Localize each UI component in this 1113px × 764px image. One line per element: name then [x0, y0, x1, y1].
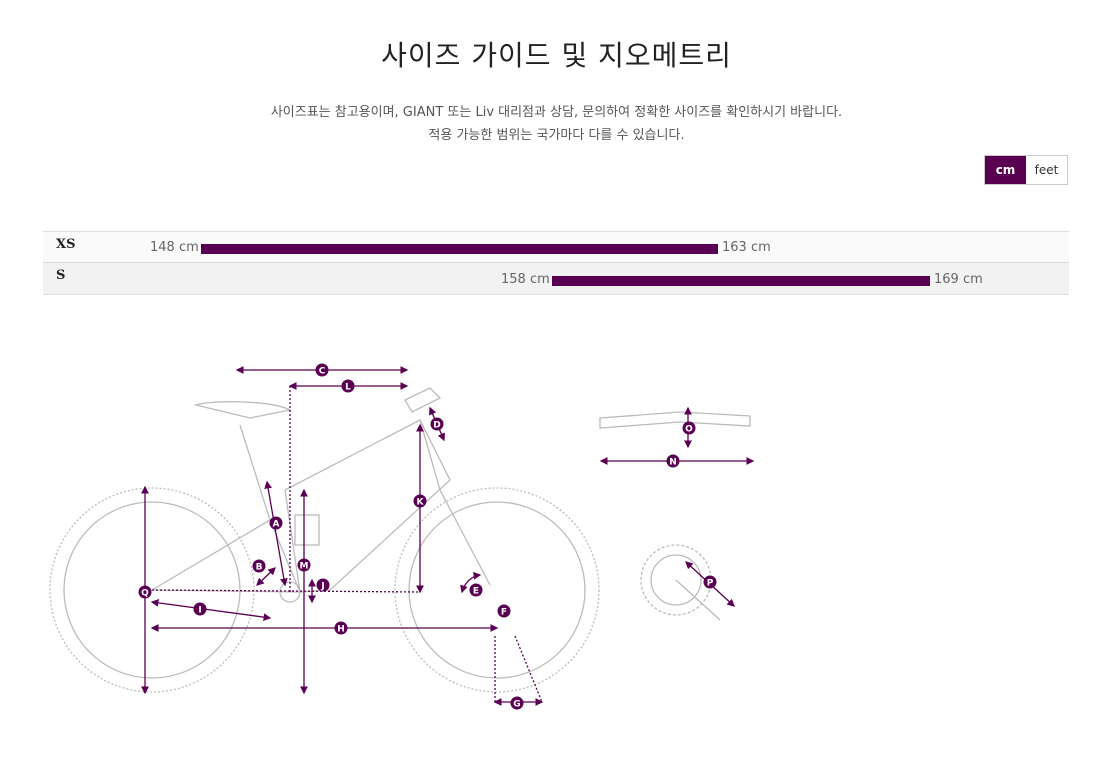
marker-i: I	[193, 602, 207, 616]
size-row-xs: XS 148 cm 163 cm	[43, 231, 1069, 262]
svg-text:F: F	[501, 608, 507, 618]
unit-toggle: cm feet	[984, 155, 1068, 185]
marker-d: D	[430, 417, 444, 431]
marker-q: Q	[138, 585, 152, 599]
size-range-bar	[201, 244, 718, 254]
size-min-label: 148 cm	[150, 240, 199, 255]
geometry-markers: C L D K A M B J Q I H E F G O N P	[138, 363, 717, 710]
marker-j: J	[316, 578, 330, 592]
marker-l: L	[341, 379, 355, 393]
svg-text:E: E	[473, 587, 479, 597]
size-min-label: 158 cm	[501, 272, 550, 287]
marker-f: F	[497, 604, 511, 618]
size-max-label: 169 cm	[934, 272, 983, 287]
svg-text:N: N	[669, 458, 677, 468]
svg-text:Q: Q	[141, 589, 149, 599]
measurement-lines	[141, 366, 755, 706]
svg-text:C: C	[319, 367, 326, 377]
svg-text:M: M	[300, 562, 309, 572]
svg-text:A: A	[273, 520, 280, 530]
marker-c: C	[315, 363, 329, 377]
subtitle-line-1: 사이즈표는 참고용이며, GIANT 또는 Liv 대리점과 상담, 문의하여 …	[270, 105, 843, 120]
svg-text:D: D	[433, 421, 440, 431]
marker-g: G	[510, 696, 524, 710]
svg-text:G: G	[513, 700, 520, 710]
size-range-bar	[552, 276, 930, 286]
marker-a: A	[269, 516, 283, 530]
size-max-label: 163 cm	[722, 240, 771, 255]
svg-text:L: L	[345, 383, 351, 393]
marker-m: M	[297, 558, 311, 572]
marker-e: E	[469, 583, 483, 597]
subtitle-line-2: 적용 가능한 범위는 국가마다 다를 수 있습니다.	[428, 128, 685, 143]
marker-o: O	[682, 421, 696, 435]
size-label: XS	[56, 237, 76, 252]
svg-text:I: I	[198, 606, 201, 616]
marker-h: H	[334, 621, 348, 635]
unit-feet-button[interactable]: feet	[1026, 156, 1067, 184]
size-label: S	[56, 268, 66, 283]
svg-text:O: O	[685, 425, 693, 435]
svg-text:H: H	[337, 625, 345, 635]
svg-text:B: B	[256, 563, 263, 573]
marker-n: N	[666, 454, 680, 468]
svg-text:K: K	[417, 498, 425, 508]
geometry-diagram: C L D K A M B J Q I H E F G O N P	[49, 363, 755, 710]
marker-b: B	[252, 559, 266, 573]
marker-p: P	[703, 575, 717, 589]
marker-k: K	[413, 494, 427, 508]
bike-outline	[49, 387, 751, 693]
svg-text:P: P	[707, 579, 714, 589]
page-title: 사이즈 가이드 및 지오메트리	[381, 39, 732, 72]
svg-text:J: J	[320, 582, 324, 592]
unit-cm-button[interactable]: cm	[985, 156, 1026, 184]
size-row-s: S 158 cm 169 cm	[43, 262, 1069, 295]
